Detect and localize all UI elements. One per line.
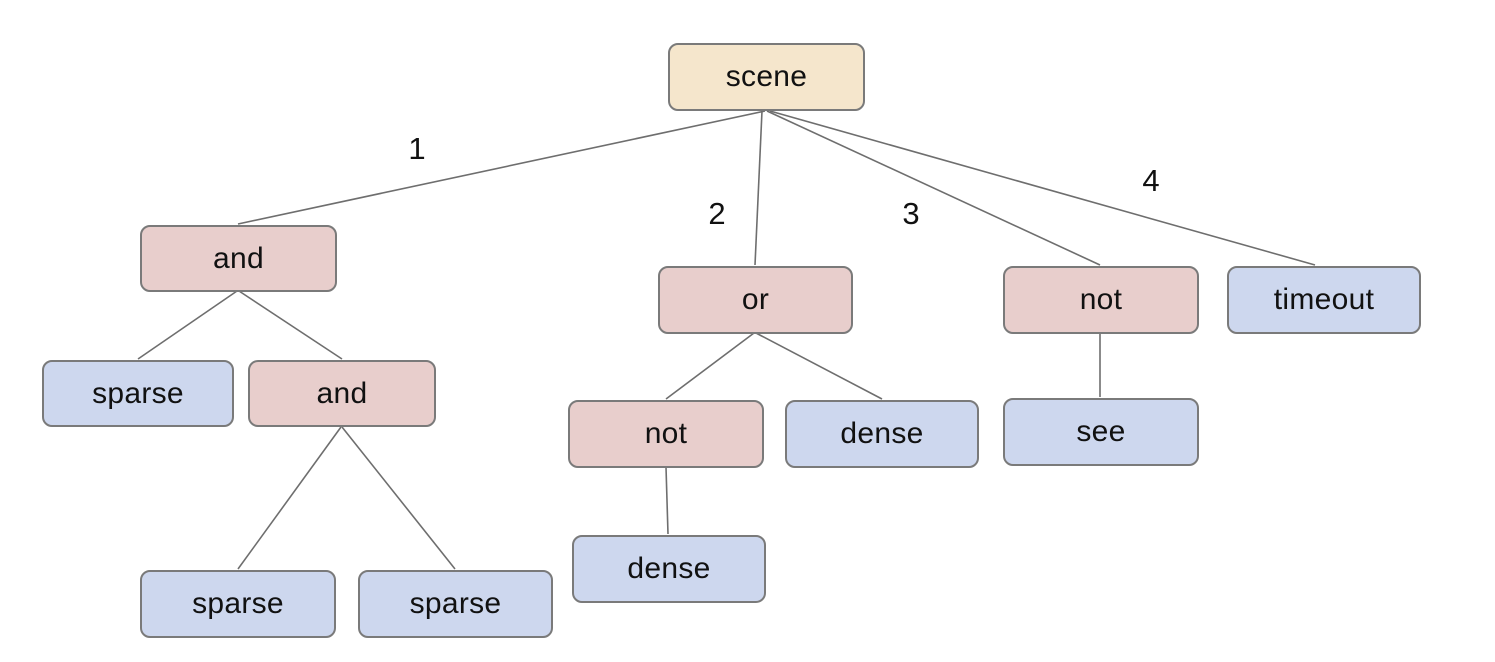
node-and-1: and — [140, 225, 337, 292]
edge-scene-timeout — [769, 110, 1316, 266]
node-scene: scene — [668, 43, 865, 111]
node-sparse-1: sparse — [42, 360, 234, 427]
edge-scene-or — [754, 110, 763, 266]
edge-label-2: 2 — [708, 196, 726, 231]
node-or: or — [658, 266, 853, 334]
edge-and-sparse — [137, 290, 238, 360]
edge-scene-not — [766, 110, 1101, 266]
node-timeout: timeout — [1227, 266, 1421, 334]
node-sparse-2: sparse — [140, 570, 336, 638]
edge-or-not — [665, 332, 755, 400]
edge-not-dense — [665, 466, 669, 535]
edge-label-1: 1 — [408, 131, 426, 166]
node-and-2: and — [248, 360, 436, 427]
edge-and2-sparse — [237, 426, 342, 570]
node-see: see — [1003, 398, 1199, 466]
edge-or-dense — [755, 332, 883, 400]
node-not-1: not — [568, 400, 764, 468]
edge-label-3: 3 — [902, 196, 920, 231]
edge-and-and — [238, 290, 343, 360]
node-sparse-3: sparse — [358, 570, 553, 638]
edge-label-4: 4 — [1142, 163, 1160, 198]
node-dense-1: dense — [785, 400, 979, 468]
edge-scene-and — [237, 110, 766, 225]
node-dense-2: dense — [572, 535, 766, 603]
edge-and2-sparse2 — [341, 426, 456, 570]
node-not-2: not — [1003, 266, 1199, 334]
